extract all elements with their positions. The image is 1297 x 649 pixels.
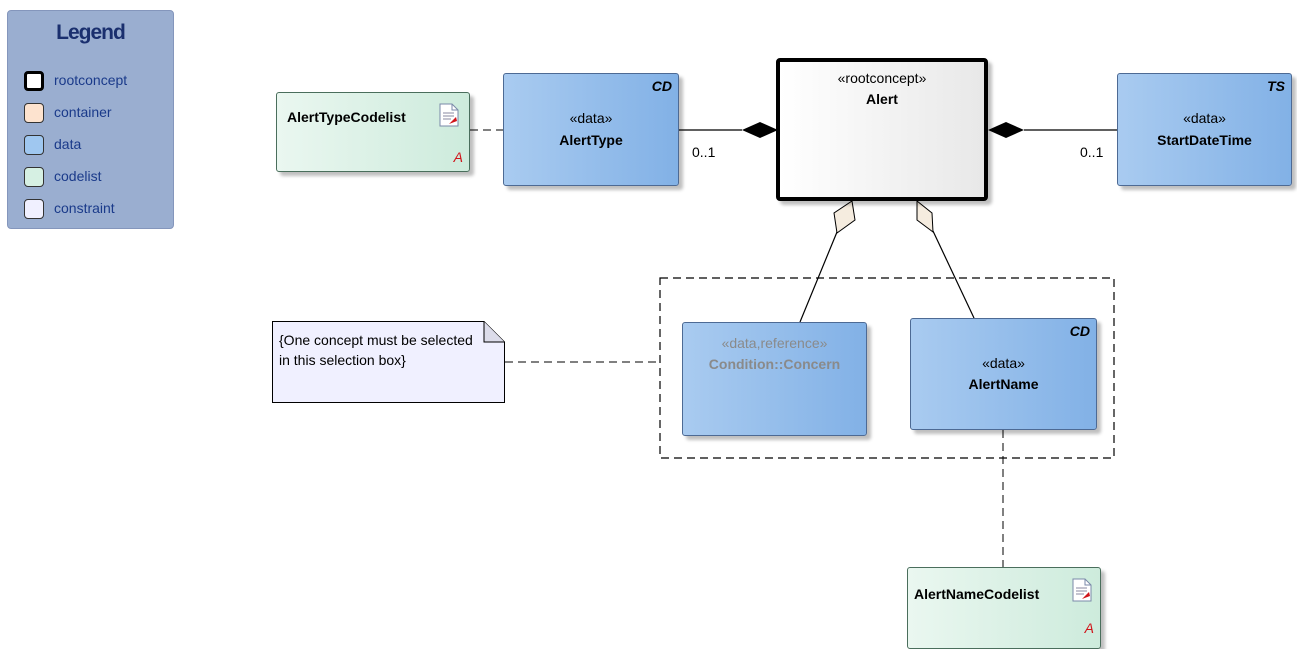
class-alert-name[interactable]: CD «data» AlertName xyxy=(910,318,1097,430)
codelist-document-icon xyxy=(439,103,459,127)
class-alert-type[interactable]: CD «data» AlertType xyxy=(503,73,679,186)
note-shape xyxy=(272,321,505,403)
codelist-document-icon xyxy=(1072,578,1092,602)
class-name: StartDateTime xyxy=(1157,132,1252,148)
class-alert-type-codelist[interactable]: AlertTypeCodelist A xyxy=(276,92,470,172)
legend: Legend rootconcept container data codeli… xyxy=(7,10,174,229)
aggregation-line-condition-concern[interactable] xyxy=(799,231,838,323)
multiplicity-alert-type: 0..1 xyxy=(692,144,716,160)
class-name: Alert xyxy=(866,91,898,107)
abstract-mark: A xyxy=(1084,620,1094,636)
class-name: AlertNameCodelist xyxy=(914,586,1040,602)
legend-label: constraint xyxy=(54,200,115,216)
multiplicity-start-date-time: 0..1 xyxy=(1080,144,1104,160)
class-stereotype: «data» xyxy=(982,355,1025,371)
class-stereotype: «rootconcept» xyxy=(837,70,927,86)
composition-diamond-icon xyxy=(742,122,778,138)
constraint-note[interactable]: {One concept must be selected in this se… xyxy=(272,321,505,403)
aggregation-line-alert-name[interactable] xyxy=(932,230,975,319)
legend-swatch-data xyxy=(24,135,44,155)
class-condition-concern[interactable]: «data,reference» Condition::Concern xyxy=(682,322,867,436)
legend-swatch-codelist xyxy=(24,167,44,187)
class-stereotype: «data» xyxy=(569,110,613,126)
legend-swatch-container xyxy=(24,103,44,123)
class-name: AlertTypeCodelist xyxy=(287,109,406,125)
abstract-mark: A xyxy=(453,149,463,165)
class-alert-name-codelist[interactable]: AlertNameCodelist A xyxy=(907,567,1101,649)
class-stereotype: «data» xyxy=(1183,110,1226,126)
class-start-date-time[interactable]: TS «data» StartDateTime xyxy=(1117,73,1292,186)
legend-label: container xyxy=(54,104,112,120)
composition-diamond-icon xyxy=(988,122,1024,138)
class-name: AlertType xyxy=(559,132,623,148)
class-name: Condition::Concern xyxy=(708,356,841,372)
legend-swatch-constraint xyxy=(24,199,44,219)
class-stereotype: «data,reference» xyxy=(721,335,828,351)
class-alert[interactable]: «rootconcept» Alert xyxy=(776,58,988,201)
aggregation-diamond-icon xyxy=(916,199,934,234)
legend-label: data xyxy=(54,136,82,152)
legend-label: codelist xyxy=(54,168,102,184)
type-badge: CD xyxy=(651,78,672,94)
selection-box[interactable] xyxy=(659,277,1115,459)
legend-swatch-rootconcept xyxy=(24,71,44,91)
note-text: {One concept must be selected in this se… xyxy=(279,332,473,368)
type-badge: TS xyxy=(1267,78,1285,94)
class-name: AlertName xyxy=(968,376,1039,392)
legend-title: Legend xyxy=(56,21,126,44)
legend-label: rootconcept xyxy=(54,72,128,88)
aggregation-diamond-icon xyxy=(833,200,856,234)
type-badge: CD xyxy=(1069,323,1090,339)
